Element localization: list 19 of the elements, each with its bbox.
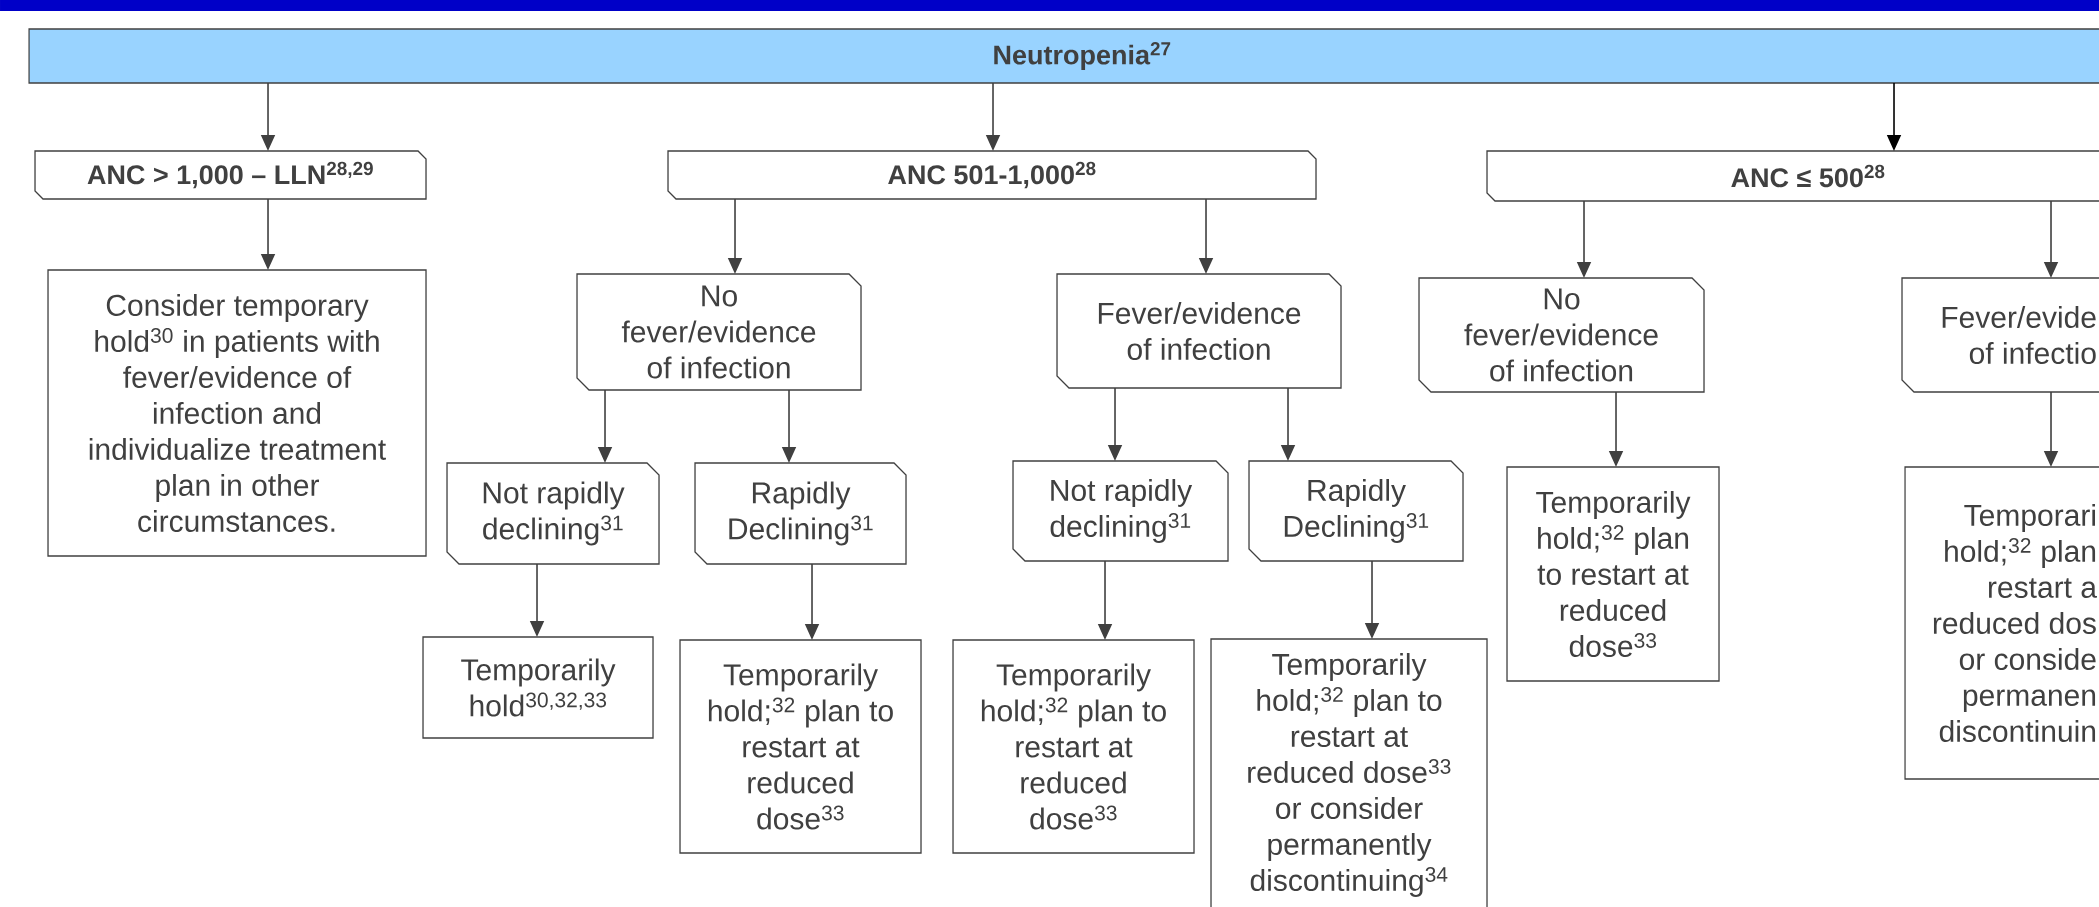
process-box: Temporarily hold$^{30,32,33}$: [422, 636, 654, 739]
decision-box: Rapidly Declining$^{31}$: [694, 462, 907, 565]
decision-box: No fever/evidence of infection: [1418, 277, 1705, 393]
process-box: Temporarily hold;$^{32}$ plan to restart at reduced dose$^{33}$ or consider permanently discontinuing$^{34}$: [1210, 638, 1488, 907]
title-band: Neutropenia$^{27}$: [28, 28, 2099, 84]
process-box: Temporarily hold;$^{32}$ plan to restart at reduced dose$^{33}$: [679, 639, 922, 854]
category-box: ANC > 1,000 – LLN$^{28,29}$: [34, 150, 427, 200]
decision-box: Not rapidly declining$^{31}$: [1012, 460, 1229, 562]
decision-box: Fever/evidence of infection: [1056, 273, 1342, 389]
category-box: ANC ≤ 500$^{28}$: [1486, 150, 2099, 202]
decision-box: Not rapidly declining$^{31}$: [446, 462, 660, 565]
decision-box: Fever/evide of infectio: [1901, 277, 2099, 393]
category-box: ANC 501-1,000$^{28}$: [667, 150, 1317, 200]
decision-box: Rapidly Declining$^{31}$: [1248, 460, 1464, 562]
process-box: Temporarily hold;$^{32}$ plan to restart at reduced dose$^{33}$: [1506, 466, 1720, 682]
process-box: Consider temporary hold$^{30}$ in patients with fever/evidence of infection and individualize treatment plan in other circumstances.: [47, 269, 427, 557]
process-box: Temporarily hold;$^{32}$ plan to restart at reduced dose$^{33}$: [952, 639, 1195, 854]
decision-box: No fever/evidence of infection: [576, 273, 862, 391]
process-box: Temporari hold;$^{32}$ plan restart a reduced dos or conside permanen discontinuin: [1904, 466, 2099, 780]
